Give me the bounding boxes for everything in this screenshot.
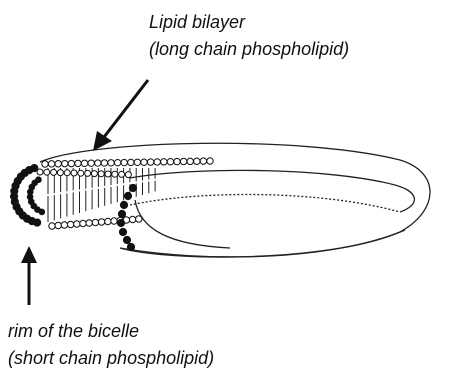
lipid-head-long [105, 171, 111, 177]
lipid-head-long [49, 223, 55, 229]
bilayer-title: Lipid bilayer [149, 11, 245, 34]
lipid-head-short [120, 201, 127, 208]
rim-title: rim of the bicelle [8, 320, 139, 343]
lipid-head-long [200, 158, 206, 164]
lipid-head-long [187, 158, 193, 164]
lipid-head-long [141, 159, 147, 165]
lipid-head-short [123, 236, 130, 243]
lipid-head-long [119, 171, 125, 177]
lipid-head-long [74, 221, 80, 227]
lipid-head-long [167, 159, 173, 165]
lipid-head-long [85, 170, 91, 176]
lipid-head-long [98, 171, 104, 177]
lipid-head-long [111, 218, 117, 224]
lipid-head-long [101, 160, 107, 166]
lipid-head-long [55, 161, 61, 167]
lipid-head-long [57, 170, 63, 176]
arrow-down-left-icon [93, 80, 148, 151]
disk-inner-outline [130, 170, 414, 212]
arrow-up-icon [21, 246, 37, 305]
lipid-head-long [112, 171, 118, 177]
bilayer-subtitle: (long chain phospholipid) [149, 38, 349, 61]
lipid-head-long [68, 160, 74, 166]
lipid-head-long [67, 221, 73, 227]
lipid-head-long [128, 159, 134, 165]
lipid-head-short [124, 192, 131, 199]
lipid-head-long [55, 222, 61, 228]
lipid-head-long [48, 161, 54, 167]
lipid-head-long [98, 219, 104, 225]
lipid-head-long [136, 216, 142, 222]
lipid-head-long [180, 158, 186, 164]
lipid-head-long [61, 222, 67, 228]
lipid-head-long [194, 158, 200, 164]
lipid-head-short [31, 164, 38, 171]
lipid-head-long [62, 160, 68, 166]
disk-inner-curve [130, 195, 400, 212]
lipid-head-long [125, 172, 131, 178]
lipid-head-long [42, 161, 48, 167]
lipid-head-long [64, 170, 70, 176]
lipid-head-long [154, 159, 160, 165]
lipid-head-long [161, 159, 167, 165]
lipid-head-long [71, 170, 77, 176]
lipid-head-long [207, 158, 213, 164]
lipid-head-long [81, 160, 87, 166]
lipid-head-long [108, 160, 114, 166]
lipid-head-long [80, 220, 86, 226]
lipid-head-long [105, 218, 111, 224]
lipid-head-long [86, 220, 92, 226]
lipid-head-long [88, 160, 94, 166]
lipid-head-long [95, 160, 101, 166]
lipid-head-long [129, 216, 135, 222]
lipid-head-long [147, 159, 153, 165]
lipid-head-short [117, 219, 124, 226]
lipid-head-short [118, 210, 125, 217]
lipid-head-long [121, 159, 127, 165]
lipid-head-short [119, 228, 126, 235]
rim-subtitle: (short chain phospholipid) [8, 347, 214, 370]
lipid-head-long [44, 169, 50, 175]
lipid-head-short [127, 243, 134, 250]
lipid-head-long [114, 159, 120, 165]
disk-front-edge [135, 200, 230, 248]
lipid-head-long [51, 169, 57, 175]
lipid-head-long [75, 160, 81, 166]
lipid-head-short [129, 184, 136, 191]
lipid-head-long [174, 158, 180, 164]
lipid-head-short [36, 177, 42, 183]
lipid-head-long [92, 219, 98, 225]
lipid-head-long [78, 170, 84, 176]
lipid-head-long [91, 171, 97, 177]
lipid-head-long [134, 159, 140, 165]
